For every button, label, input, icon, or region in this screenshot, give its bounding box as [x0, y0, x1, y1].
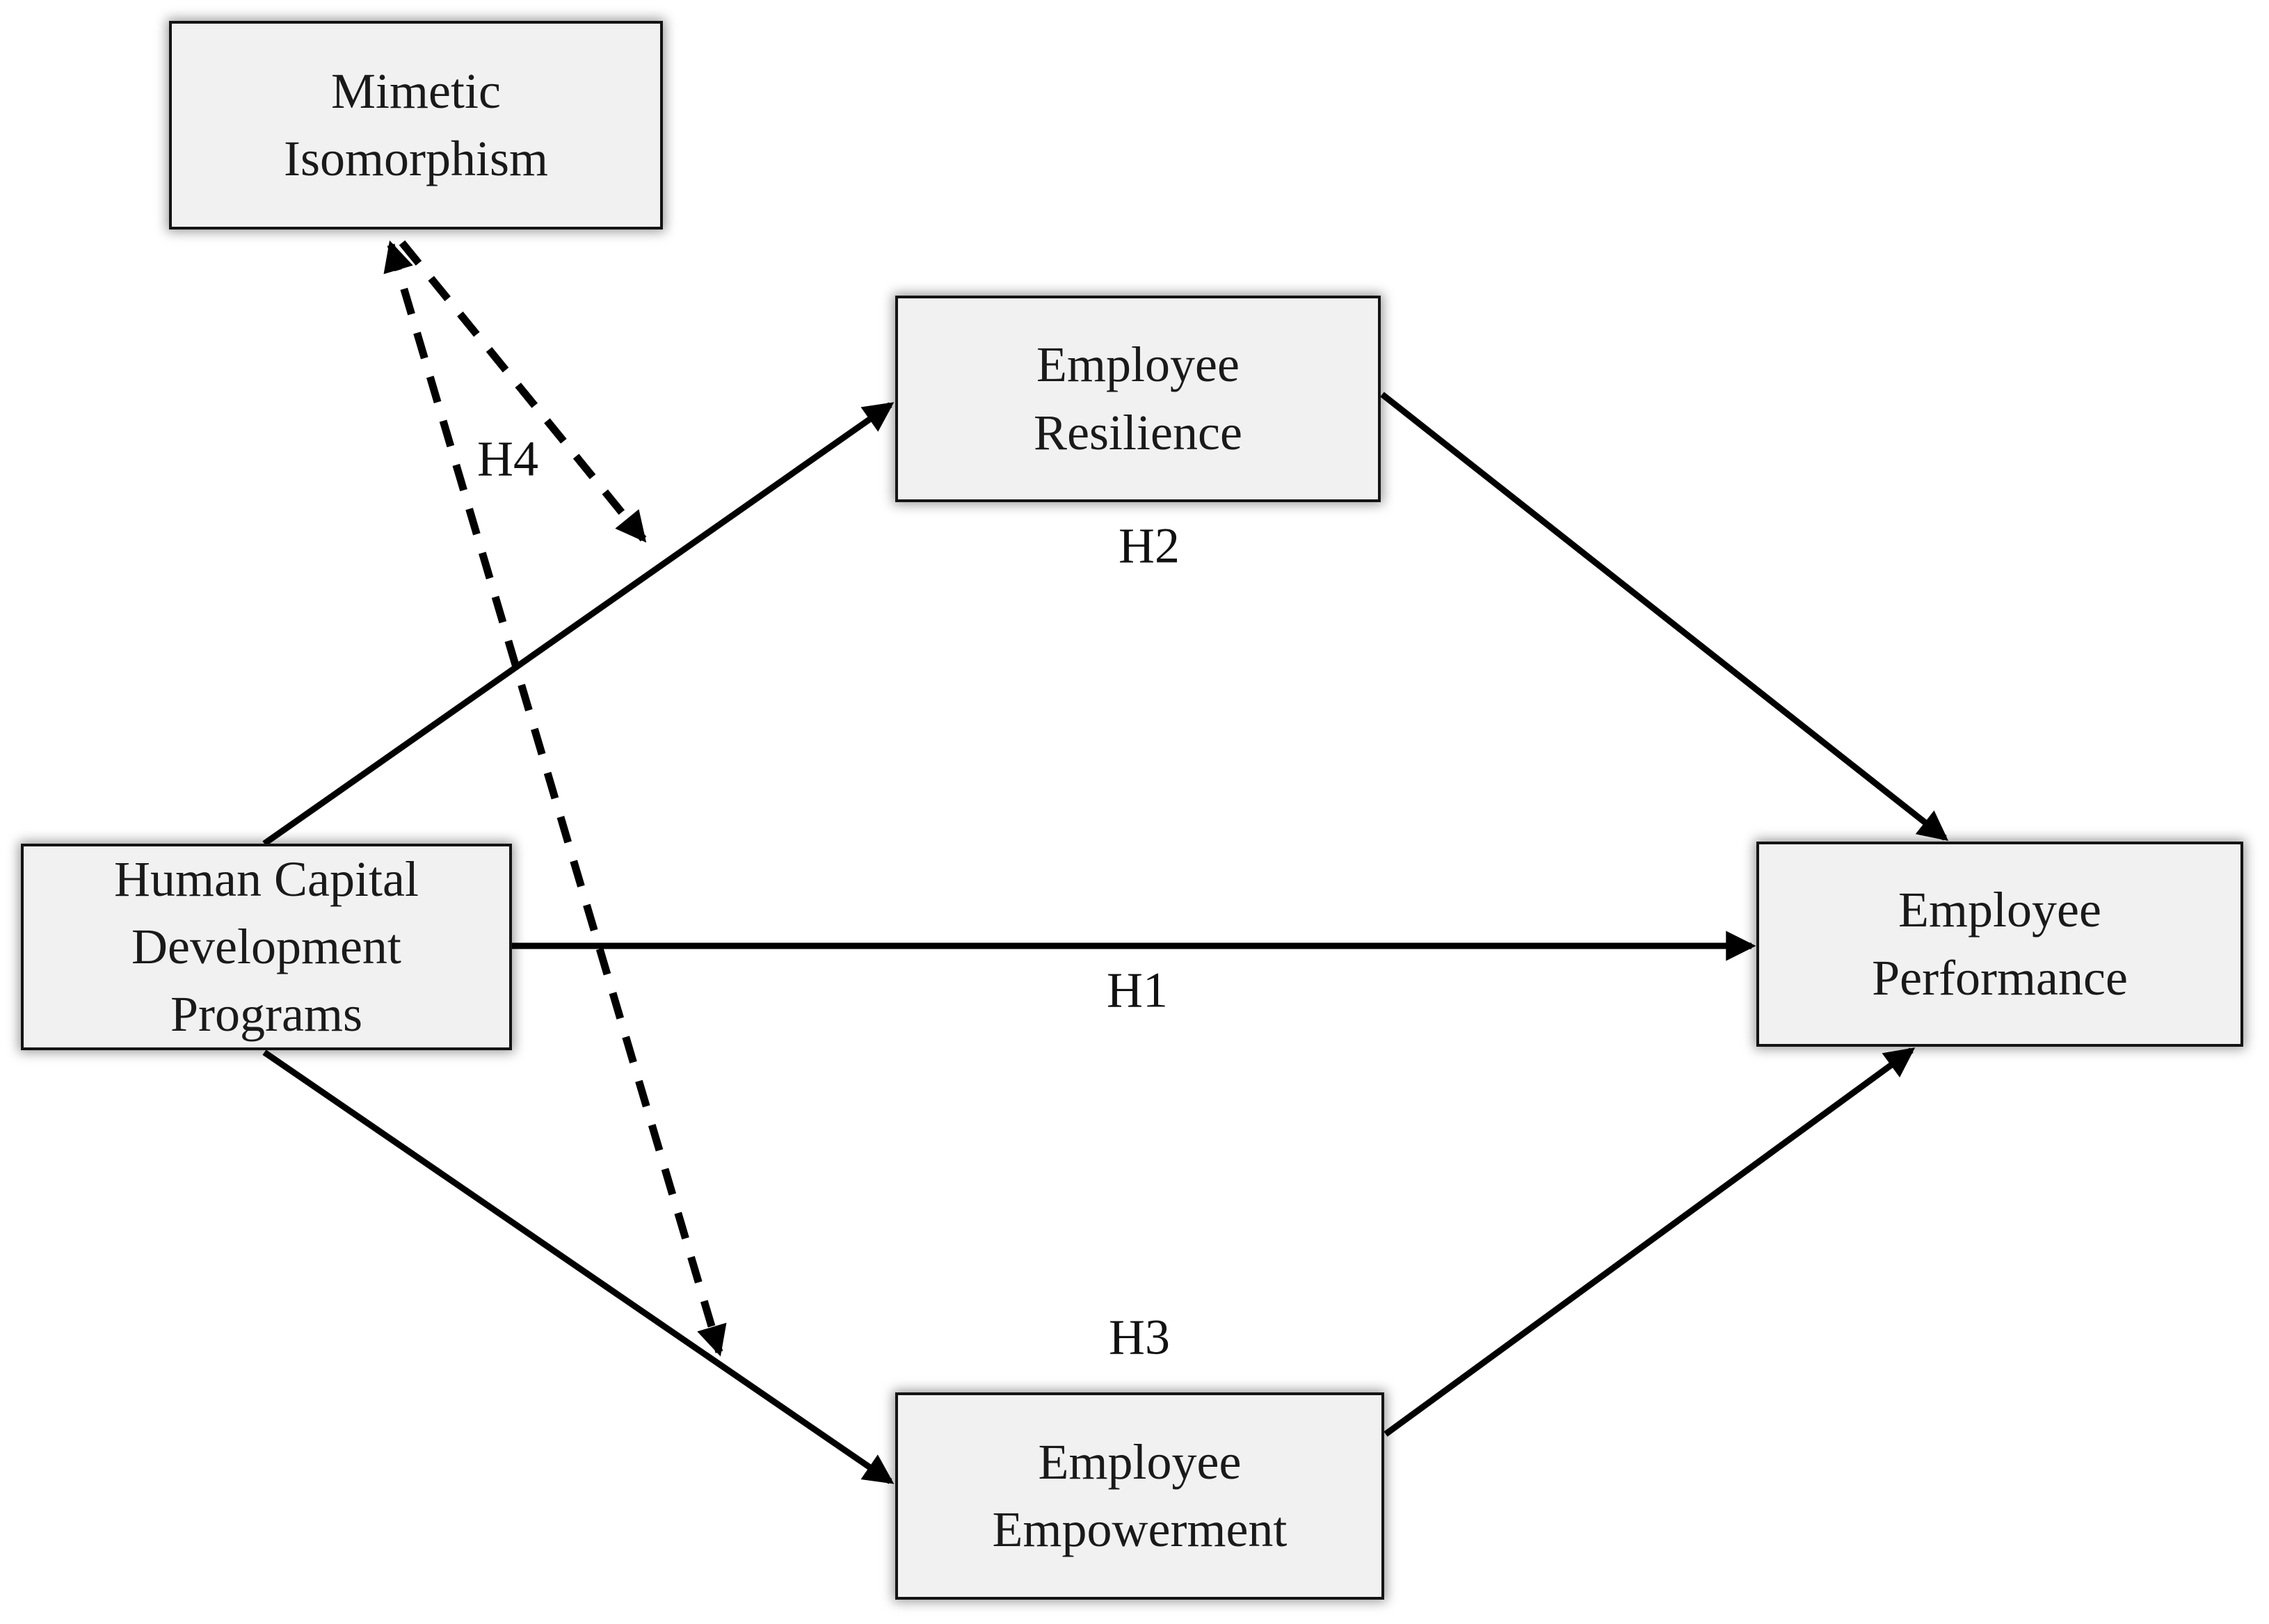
arrow-empowerment-to-performance: [1384, 1047, 1916, 1437]
arrow-resilience-to-performance: [1380, 392, 1949, 842]
node-employee-performance: Employee Performance: [1756, 842, 2243, 1047]
node-mimetic-isomorphism: Mimetic Isomorphism: [169, 21, 663, 230]
dashed-arrow-mimetic-to-empowerment-path: [383, 240, 727, 1357]
node-employee-resilience: Employee Resilience: [895, 296, 1381, 502]
dashed-arrow-mimetic-to-resilience-path: [399, 240, 647, 543]
node-employee-empowerment: Employee Empowerment: [895, 1392, 1384, 1600]
hypothesis-label-h4: H4: [477, 431, 538, 487]
node-human-capital-development-programs: Human Capital Development Programs: [21, 844, 512, 1050]
arrow-hcd-to-resilience: [262, 402, 895, 846]
hypothesis-label-h3: H3: [1109, 1309, 1170, 1365]
arrow-hcd-to-empowerment: [262, 1050, 895, 1484]
hypothesis-label-h1: H1: [1107, 962, 1168, 1018]
hypothesis-label-h2: H2: [1119, 517, 1180, 574]
